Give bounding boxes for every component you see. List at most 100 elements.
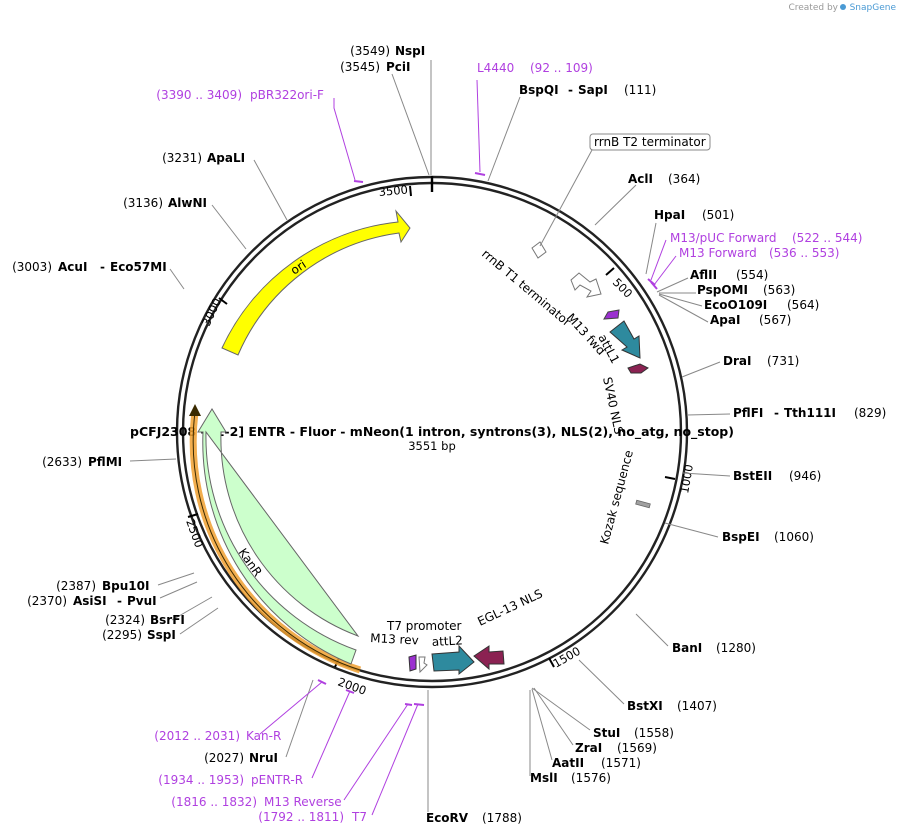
- ori-feature[interactable]: [221, 209, 411, 356]
- enzyme-pos-alwni: (3136): [123, 196, 163, 210]
- primer-leader-lines: [259, 79, 677, 816]
- primer-name-m13-forward[interactable]: M13 Forward: [679, 246, 757, 260]
- enzyme-pos-hpai: (501): [702, 208, 734, 222]
- enzyme-name-apali[interactable]: ApaLI: [207, 151, 245, 165]
- enzyme-name-bsteii[interactable]: BstEII: [733, 469, 772, 483]
- m13-fwd-feature[interactable]: [603, 309, 620, 320]
- tick-label-2500: 2500: [183, 517, 206, 549]
- enzyme-name-pspomi[interactable]: PspOMI: [697, 283, 748, 297]
- enzyme-name-sspi[interactable]: SspI: [147, 628, 176, 642]
- enzyme-pos-pflfi: (829): [854, 406, 886, 420]
- enzyme-pos-pflmi: (2633): [42, 455, 82, 469]
- primer-name-kan-r[interactable]: Kan-R: [246, 729, 281, 743]
- t7-primer-mark: [413, 703, 425, 706]
- enzyme-name-pcii[interactable]: PciI: [386, 60, 411, 74]
- tick-3500: [409, 185, 412, 197]
- enzyme-pos-aflii: (554): [736, 268, 768, 282]
- enzyme-name-nspi[interactable]: NspI: [395, 44, 425, 58]
- enzyme-name-asisi[interactable]: AsiSI: [73, 594, 107, 608]
- enzyme-pos-acui: (3003): [12, 260, 52, 274]
- enzyme-name-ecoo109i[interactable]: EcoO109I: [704, 298, 767, 312]
- enzyme-pos-bspei: (1060): [774, 530, 814, 544]
- enzyme-name-aatii[interactable]: AatII: [552, 756, 584, 770]
- m13-reverse-mark: [404, 703, 413, 706]
- rrnb-t1-feature[interactable]: [570, 272, 602, 298]
- primer-name-pentr-r[interactable]: pENTR-R: [251, 773, 303, 787]
- enzyme-name-bpu10i[interactable]: Bpu10I: [102, 579, 149, 593]
- tick-label-1000: 1000: [677, 463, 696, 494]
- primer-name-t7[interactable]: T7: [351, 810, 367, 824]
- kozak-feature[interactable]: [635, 499, 651, 509]
- enzyme-name-tth111i[interactable]: Tth111I: [784, 406, 836, 420]
- enzyme-name-bspei[interactable]: BspEI: [722, 530, 760, 544]
- enzyme-pos-bani: (1280): [716, 641, 756, 655]
- enzyme-pos-asisi: (2370): [27, 594, 67, 608]
- attl2-feature[interactable]: [431, 644, 475, 676]
- enzyme-sep-acui: -: [100, 260, 105, 274]
- enzyme-pos-pspomi: (563): [763, 283, 795, 297]
- sv40-nls-feature[interactable]: [627, 363, 649, 374]
- enzyme-labels: (3549) NspI (3545) PciI BspQI - SapI (11…: [12, 44, 886, 825]
- watermark-created-by: Created by: [788, 3, 838, 13]
- enzyme-name-pflfi[interactable]: PflFI: [733, 406, 763, 420]
- enzyme-name-hpai[interactable]: HpaI: [654, 208, 685, 222]
- watermark-brand: SnapGene: [850, 3, 897, 13]
- enzyme-name-drai[interactable]: DraI: [723, 354, 751, 368]
- tick-1500: [548, 657, 555, 668]
- enzyme-sep-bspqi: -: [568, 83, 573, 97]
- m13-rev-label: M13 rev: [370, 631, 419, 648]
- l4440-mark: [474, 172, 486, 176]
- egl13-nls-feature[interactable]: [473, 645, 505, 671]
- primer-name-pbr322ori-f[interactable]: pBR322ori-F: [250, 88, 324, 102]
- enzyme-pos-msli: (1576): [571, 771, 611, 785]
- enzyme-leader-lines: [129, 60, 731, 812]
- enzyme-name-acli[interactable]: AclI: [628, 172, 653, 186]
- primer-name-l4440[interactable]: L4440: [477, 61, 514, 75]
- tick-label-500: 500: [610, 275, 635, 300]
- plasmid-title: pCFJ2308 - [1-2] ENTR - Fluor - mNeon(1 …: [130, 424, 734, 440]
- enzyme-name-pflmi[interactable]: PflMI: [88, 455, 122, 469]
- enzyme-name-alwni[interactable]: AlwNI: [168, 196, 207, 210]
- enzyme-pos-sspi: (2295): [102, 628, 142, 642]
- kanr-feature[interactable]: [197, 408, 360, 665]
- enzyme-sep-pflfi: -: [774, 406, 779, 420]
- primer-labels: L4440 (92 .. 109) (3390 .. 3409) pBR322o…: [154, 61, 862, 824]
- enzyme-name-bstxi[interactable]: BstXI: [627, 699, 663, 713]
- enzyme-name-stui[interactable]: StuI: [593, 726, 620, 740]
- rrnb-t2-feature[interactable]: [531, 241, 547, 259]
- enzyme-name-bani[interactable]: BanI: [672, 641, 702, 655]
- enzyme-name-nrui[interactable]: NruI: [249, 751, 278, 765]
- rrnb-t2-leader: [539, 149, 593, 247]
- enzyme-pos-bspqi: (111): [624, 83, 656, 97]
- enzyme-name-ecorv[interactable]: EcoRV: [426, 811, 469, 825]
- enzyme-name-bsrfi[interactable]: BsrFI: [150, 613, 185, 627]
- pbr322ori-f-mark: [353, 180, 364, 183]
- kanr-orf-arrowhead: [189, 404, 201, 416]
- tick-label-3500: 3500: [378, 182, 408, 198]
- primer-name-m13-reverse[interactable]: M13 Reverse: [264, 795, 342, 809]
- enzyme-name-acui[interactable]: AcuI: [58, 260, 87, 274]
- tick-500: [605, 267, 615, 276]
- enzyme-name-eco57mi[interactable]: Eco57MI: [110, 260, 167, 274]
- attl1-feature[interactable]: [609, 320, 641, 359]
- m13-rev-feature[interactable]: [408, 654, 417, 672]
- enzyme-name-bspqi[interactable]: BspQI: [519, 83, 559, 97]
- enzyme-name-apai[interactable]: ApaI: [710, 313, 740, 327]
- enzyme-pos-apali: (3231): [162, 151, 202, 165]
- kozak-label: Kozak sequence: [597, 449, 636, 546]
- enzyme-pos-bsrfi: (2324): [105, 613, 145, 627]
- enzyme-name-pvui[interactable]: PvuI: [127, 594, 157, 608]
- enzyme-pos-bpu10i: (2387): [56, 579, 96, 593]
- enzyme-pos-apai: (567): [759, 313, 791, 327]
- t7-promoter-feature[interactable]: [418, 656, 428, 674]
- enzyme-name-aflii[interactable]: AflII: [690, 268, 717, 282]
- primer-pos-l4440: (92 .. 109): [530, 61, 593, 75]
- tick-marks: [187, 185, 676, 668]
- rrnb-t2-label: rrnB T2 terminator: [594, 135, 706, 149]
- primer-name-m13-puc-forward[interactable]: M13/pUC Forward: [670, 231, 777, 245]
- primer-pos-m13-puc-forward: (522 .. 544): [792, 231, 862, 245]
- enzyme-name-msli[interactable]: MslI: [530, 771, 558, 785]
- enzyme-name-zrai[interactable]: ZraI: [575, 741, 602, 755]
- kanr-orf-line: [192, 411, 361, 671]
- enzyme-name-sapi[interactable]: SapI: [578, 83, 608, 97]
